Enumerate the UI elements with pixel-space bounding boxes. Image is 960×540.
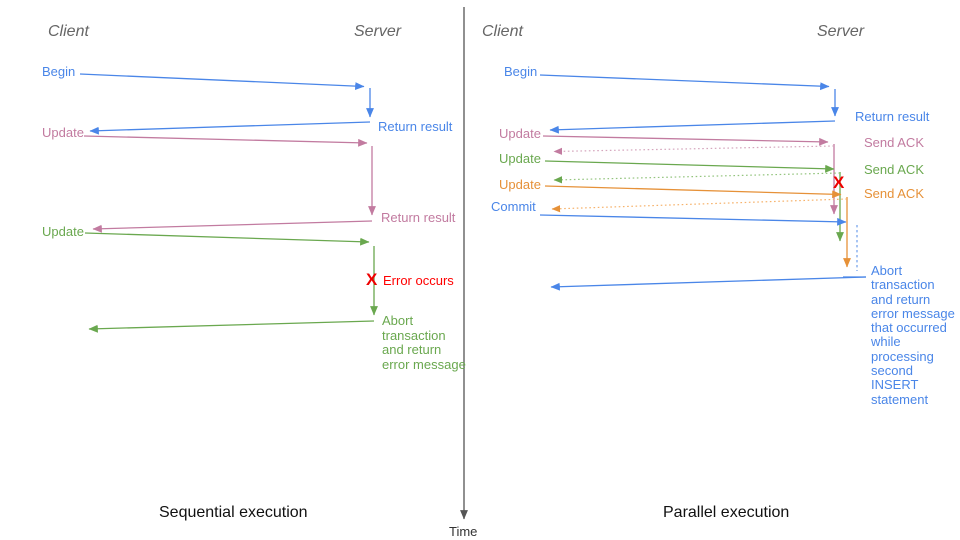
server-header-left: Server xyxy=(354,23,402,40)
server-header-right: Server xyxy=(817,23,865,40)
sequential-title: Sequential execution xyxy=(159,504,308,521)
time-axis-label: Time xyxy=(449,524,478,539)
parallel-title: Parallel execution xyxy=(663,504,790,521)
send-ack3-label: Send ACK xyxy=(864,186,924,201)
commit-label: Commit xyxy=(491,199,536,214)
send-ack2-label: Send ACK xyxy=(864,162,924,177)
return-result-label-right: Return result xyxy=(855,109,930,124)
update1-request-arrow xyxy=(83,135,368,147)
abort-return-arrow xyxy=(88,320,375,333)
send-ack1-dotted-arrow xyxy=(553,145,835,155)
begin-label-right: Begin xyxy=(504,64,538,79)
update1-label-left: Update xyxy=(42,125,84,140)
begin-label-left: Begin xyxy=(42,64,76,79)
update1-request-arrow xyxy=(542,135,829,146)
begin-request-arrow xyxy=(79,73,365,91)
return-result-arrow xyxy=(549,120,836,134)
update1-label-right: Update xyxy=(499,126,541,141)
parallel-panel-arrows xyxy=(539,74,867,291)
abort-label-right: Abort transaction and return error messa… xyxy=(871,263,955,407)
update2-request-arrow xyxy=(544,160,835,173)
error-occurs-label: Error occurs xyxy=(383,273,454,288)
sequential-panel-arrows xyxy=(79,73,378,333)
return-result-arrow-2 xyxy=(92,220,373,233)
update3-request-arrow xyxy=(544,185,842,199)
return-result2-label-left: Return result xyxy=(381,210,456,225)
abort-label-left: Abort transaction and return error messa… xyxy=(382,313,466,372)
return-result-arrow-1 xyxy=(89,121,371,135)
error-x-icon: X xyxy=(366,270,378,289)
send-ack1-label: Send ACK xyxy=(864,135,924,150)
send-ack3-dotted-arrow xyxy=(551,198,848,213)
commit-request-arrow xyxy=(539,214,847,226)
begin-request-arrow xyxy=(539,74,830,91)
send-ack2-dotted-arrow xyxy=(553,172,841,184)
update2-label-right: Update xyxy=(499,151,541,166)
update3-label-right: Update xyxy=(499,177,541,192)
update2-label-left: Update xyxy=(42,224,84,239)
client-header-left: Client xyxy=(48,23,89,40)
error-x-icon-right: X xyxy=(833,173,845,192)
client-header-right: Client xyxy=(482,23,523,40)
update2-request-arrow xyxy=(84,232,370,246)
return-result1-label-left: Return result xyxy=(378,119,453,134)
abort-return-arrow xyxy=(550,276,867,291)
